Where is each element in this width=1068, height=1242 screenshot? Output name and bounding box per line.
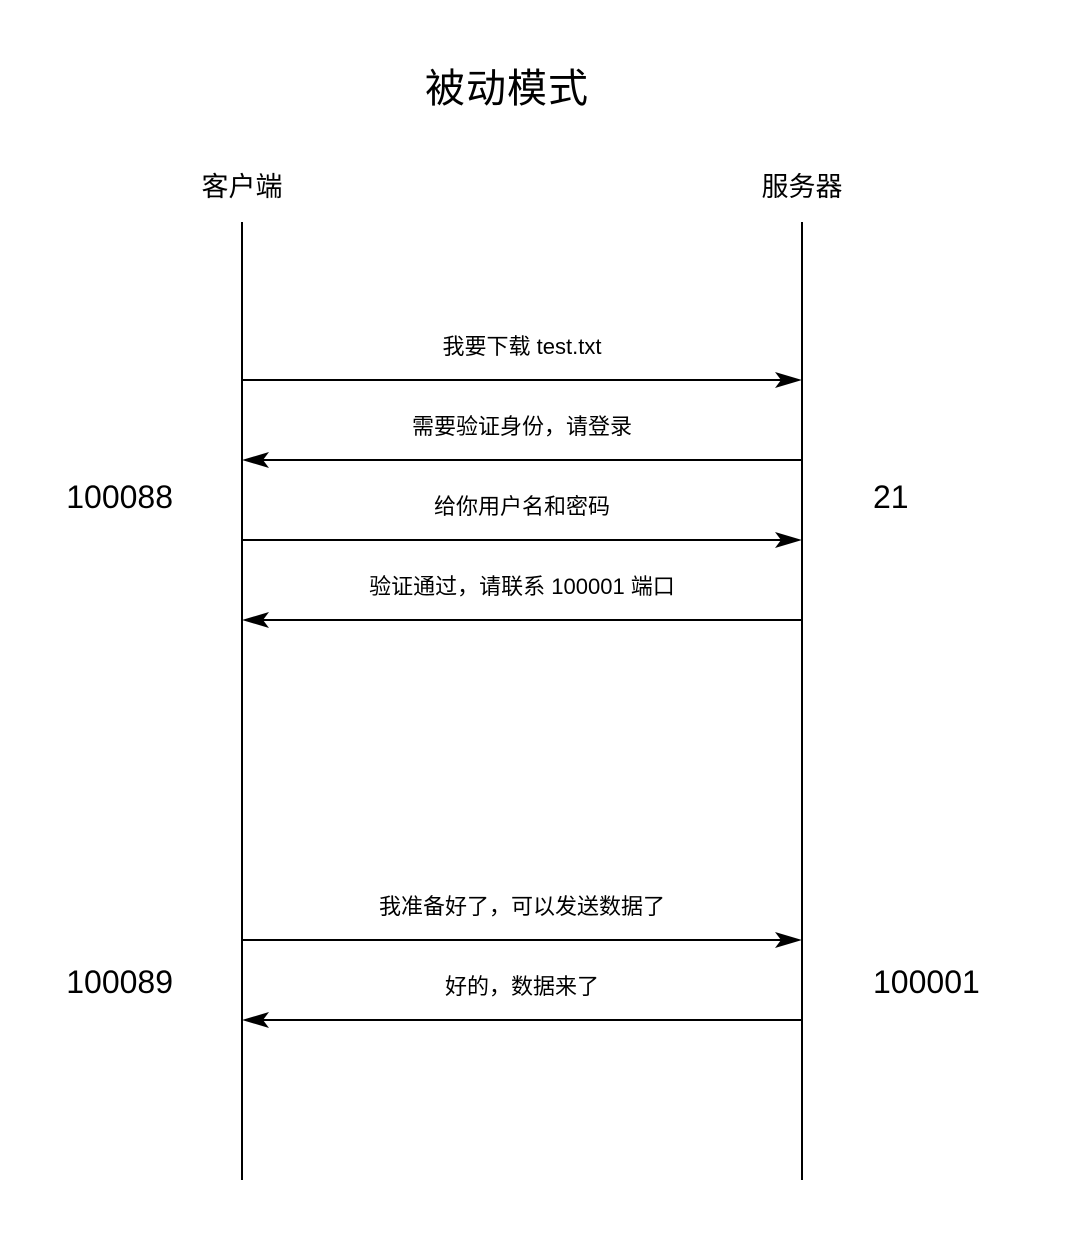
client-control-port-label: 100088 [66, 479, 173, 515]
actor-client-label: 客户端 [201, 172, 283, 202]
message-label: 我准备好了，可以发送数据了 [378, 894, 665, 919]
arrow-right-icon [242, 932, 802, 948]
message-label: 验证通过，请联系 100001 端口 [369, 574, 675, 599]
arrow-right-icon [242, 372, 802, 388]
message-label: 我要下载 test.txt [442, 334, 602, 359]
server-data-port-label: 100001 [873, 964, 980, 1000]
client-lifeline [241, 222, 243, 1180]
message-label: 给你用户名和密码 [433, 494, 610, 519]
message-label: 好的，数据来了 [444, 974, 599, 999]
diagram-title: 被动模式 [425, 67, 589, 111]
arrow-left-icon [242, 452, 802, 468]
server-control-port-label: 21 [873, 479, 909, 515]
arrow-left-icon [242, 1012, 802, 1028]
actor-server-label: 服务器 [761, 172, 843, 202]
arrow-right-icon [242, 532, 802, 548]
arrow-left-icon [242, 612, 802, 628]
message-label: 需要验证身份，请登录 [411, 414, 632, 439]
client-data-port-label: 100089 [66, 964, 173, 1000]
server-lifeline [801, 222, 803, 1180]
